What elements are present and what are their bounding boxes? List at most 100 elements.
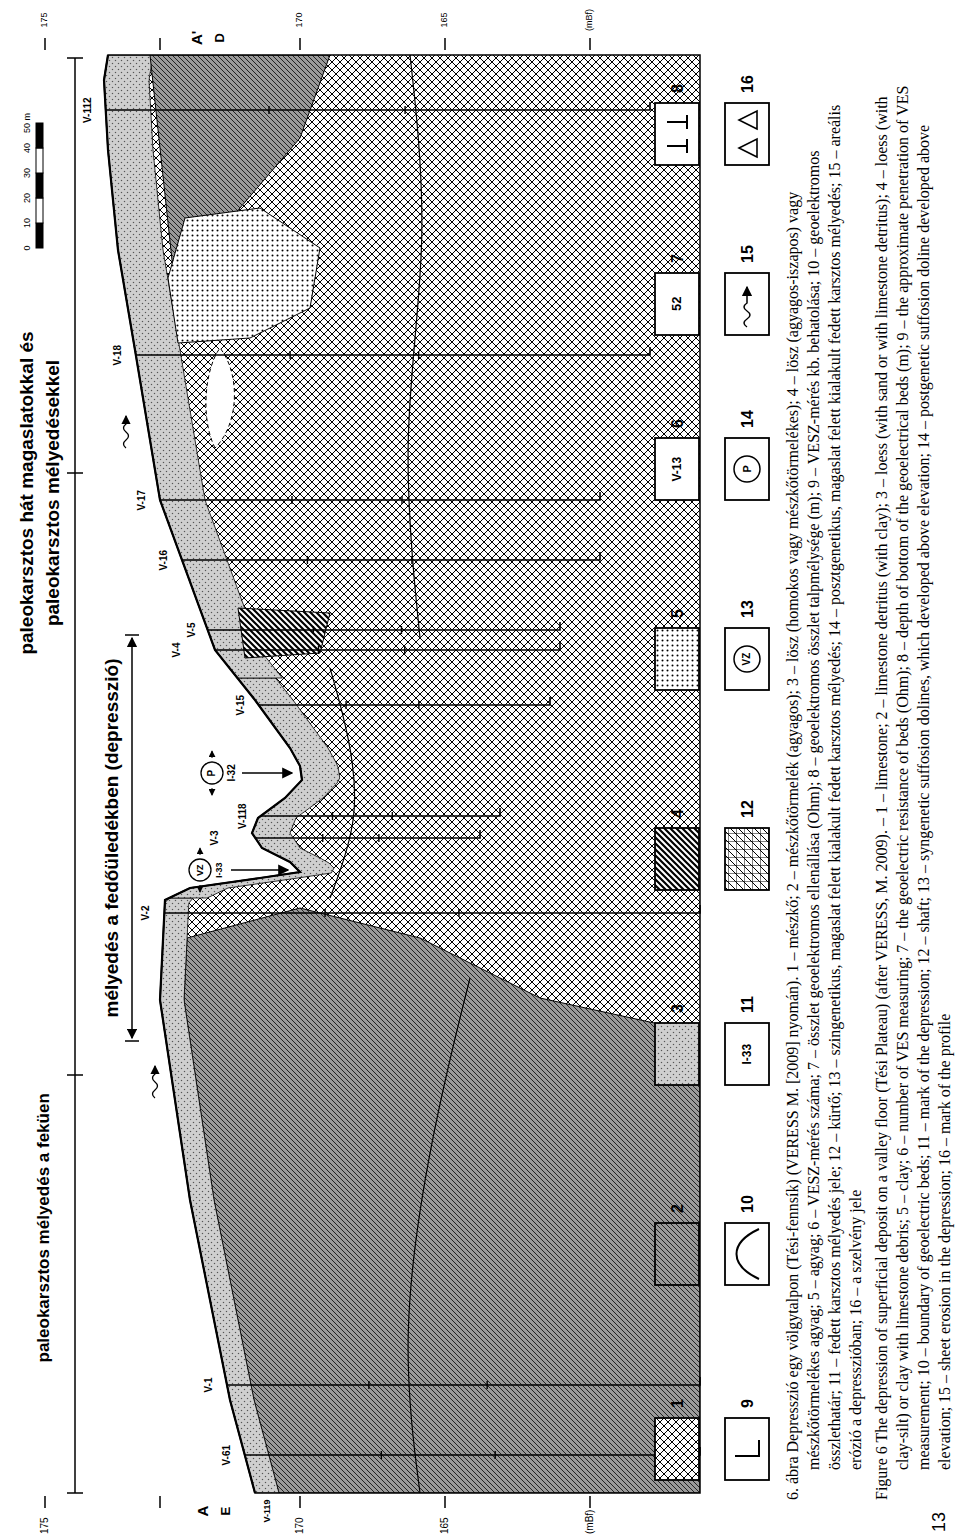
bed-tick	[322, 834, 323, 842]
scale-segment	[36, 148, 43, 173]
scale-label: 20	[22, 193, 33, 203]
axis-tick	[44, 38, 46, 50]
legend-number: 7	[668, 254, 687, 263]
figure-caption-english: Figure 6 The depression of superficial d…	[871, 80, 956, 1500]
axis-tick	[444, 1496, 446, 1508]
axis-tick	[299, 1496, 301, 1508]
legend-number: 5	[668, 609, 687, 618]
legend-number: 14	[738, 410, 757, 428]
ves-number: V-3	[209, 830, 221, 845]
bed-tick	[368, 1381, 369, 1389]
ves-number: V-17	[136, 490, 148, 511]
axis-tick	[299, 38, 301, 50]
bed-tick	[324, 909, 325, 917]
scale-segment	[36, 198, 43, 223]
legend-swatch	[655, 1418, 699, 1480]
legend-samples	[655, 103, 769, 1480]
axis-label: 165	[439, 12, 450, 27]
legend-swatch	[725, 273, 769, 335]
ves-number: V-119	[262, 1499, 273, 1522]
sheet-erosion-symbol	[744, 287, 750, 327]
legend-swatch	[725, 1223, 769, 1285]
legend-sample-text: P	[741, 465, 754, 472]
bed-tick	[378, 834, 379, 842]
axis-tick	[159, 38, 161, 50]
bed-tick	[418, 701, 419, 709]
depression-fill	[169, 678, 340, 898]
bed-tick	[401, 496, 402, 504]
sheet-erosion-arrow	[153, 1066, 158, 1098]
bed-tick	[313, 626, 314, 634]
legend-number: 4	[668, 809, 687, 818]
legend-swatch	[655, 103, 699, 165]
bed-tick	[345, 701, 346, 709]
profile-symbol	[739, 111, 757, 157]
bracket-arrow	[131, 638, 133, 1038]
marker-letter: VZ	[195, 864, 206, 876]
bracket-tick	[67, 1492, 83, 1494]
legend-number: 2	[668, 1204, 687, 1213]
side-arrow	[200, 848, 201, 855]
depression-markers	[124, 416, 293, 1098]
marker-circle	[734, 646, 760, 672]
depression-mark: I-33	[214, 862, 225, 878]
ves-line	[208, 622, 560, 630]
legend-number: 6	[668, 419, 687, 428]
legend-number: 3	[668, 1004, 687, 1013]
clay-pocket	[168, 208, 320, 343]
legend-swatch	[655, 1023, 699, 1085]
ves-line	[182, 552, 600, 560]
ves-number: V-15	[235, 695, 247, 716]
ves-line	[245, 1447, 700, 1455]
bracket-line	[74, 58, 76, 1493]
bed-tick	[486, 1381, 487, 1389]
legend-swatch	[725, 828, 769, 890]
detritus-body	[184, 908, 700, 1493]
profile-mark: A'	[188, 31, 206, 45]
bed-tick	[458, 909, 459, 917]
elevation-axes	[45, 38, 590, 1508]
axis-tick	[444, 38, 446, 50]
side-arrow	[212, 788, 213, 795]
legend-swatch	[655, 438, 699, 500]
geoelectric-boundary	[408, 55, 422, 638]
axis-label: 175	[39, 1517, 51, 1534]
bed-tick	[418, 351, 419, 359]
side-arrow	[200, 885, 201, 892]
bracket-tick	[67, 57, 83, 59]
section-heading: mélyedés a fedőüledékben (depresszió)	[100, 658, 123, 1017]
ves-number: V-112	[82, 97, 94, 123]
ves-line	[136, 347, 650, 355]
bracket-tick	[67, 1074, 83, 1076]
sheet-erosion-arrow	[124, 416, 129, 448]
axis-tick	[159, 1496, 161, 1508]
marker-letter: P	[206, 770, 218, 777]
ves-number: V-16	[158, 550, 170, 571]
scale-segment	[36, 223, 43, 248]
ves-line	[106, 102, 650, 110]
shaft-arrow	[231, 869, 288, 871]
bed-tick	[307, 556, 308, 564]
legend-swatch	[725, 438, 769, 500]
scale-label: 30	[22, 168, 33, 178]
legend-number: 9	[738, 1399, 757, 1408]
scale-bar	[36, 123, 43, 248]
scale-segment	[36, 173, 43, 198]
scale-segment	[36, 123, 43, 148]
bracket-tick	[125, 1040, 139, 1042]
axis-label: 165	[439, 1517, 451, 1534]
bracket-tick	[67, 472, 83, 474]
scale-label: 50 m	[22, 113, 33, 133]
legend-swatch	[725, 628, 769, 690]
legend-sample-text: I-33	[740, 1044, 754, 1065]
boundary-symbol	[737, 1229, 760, 1279]
scale-label: 40	[22, 143, 33, 153]
legend-sample-text: V-13	[670, 457, 684, 482]
ves-line	[261, 808, 500, 816]
bed-tick	[404, 646, 405, 654]
axis-tick	[589, 1496, 591, 1508]
profile-mark: E	[218, 1507, 234, 1516]
bed-tick	[494, 1451, 495, 1459]
axis-label: 170	[294, 1517, 306, 1534]
